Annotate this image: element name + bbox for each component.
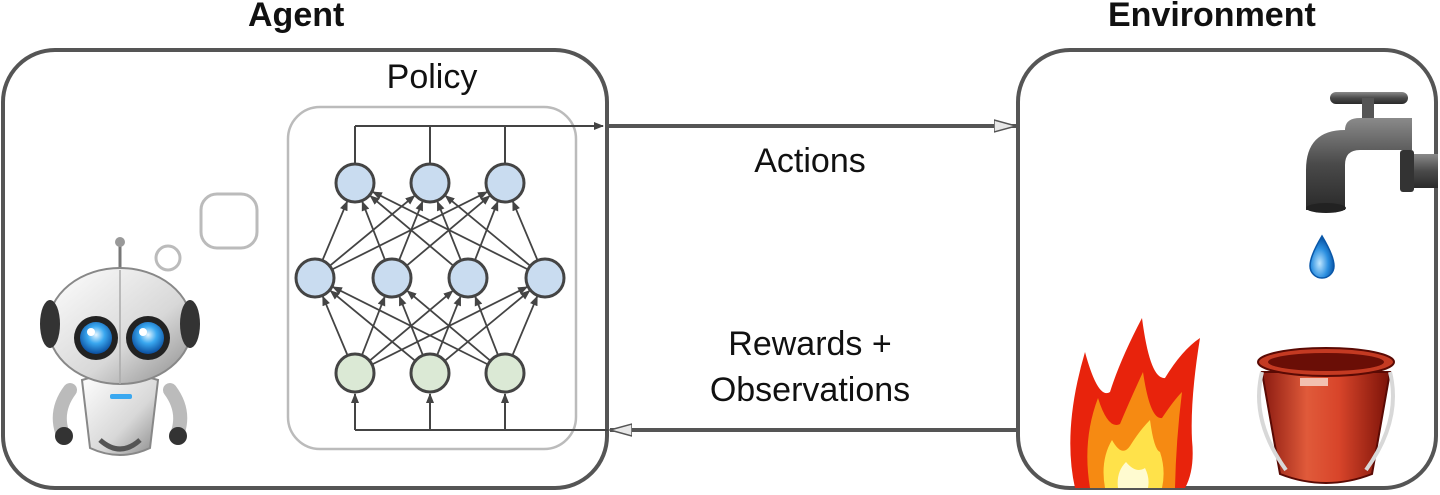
network-connection [329,195,416,267]
environment-frame [1016,48,1438,490]
network-connection [321,295,349,356]
hidden-neuron [447,257,489,299]
feedback-label-line2: Observations [709,371,911,409]
thought-bubble-icon [154,192,259,272]
output-neuron [484,162,526,204]
hidden-neuron [524,257,566,299]
network-connection [329,290,416,362]
feedback-label-line1: Rewards + [728,325,892,363]
network-connections [321,191,539,366]
network-connection [371,191,529,271]
policy-label: Policy [386,58,478,96]
faucet-icon [1306,92,1438,213]
network-connection [444,195,531,267]
network-connection [331,286,489,366]
robot-icon [40,237,200,456]
network-connection [361,200,386,261]
network-connection [331,191,489,271]
bucket-icon [1257,347,1395,484]
fire-icon [1070,318,1200,488]
network-connection [474,200,499,261]
actions-label: Actions [754,142,866,180]
output-neuron [409,162,451,204]
environment-title: Environment [1108,0,1316,34]
output-neuron [334,162,376,204]
network-connection [406,290,492,362]
hidden-neuron [294,257,336,299]
network-nodes [294,162,566,394]
agent-title: Agent [248,0,345,34]
network-connection [405,195,491,267]
input-neuron [334,352,376,394]
network-connection [511,200,539,261]
input-neuron [409,352,451,394]
agent-frame [1,48,609,490]
network-io-lines [351,122,608,431]
input-neuron [484,352,526,394]
policy-frame [286,105,578,451]
water-drop-icon [1309,234,1335,279]
network-connection [511,295,539,356]
hidden-neuron [371,257,413,299]
network-connection [474,295,499,356]
network-connection [321,200,349,261]
network-connection [369,195,455,267]
